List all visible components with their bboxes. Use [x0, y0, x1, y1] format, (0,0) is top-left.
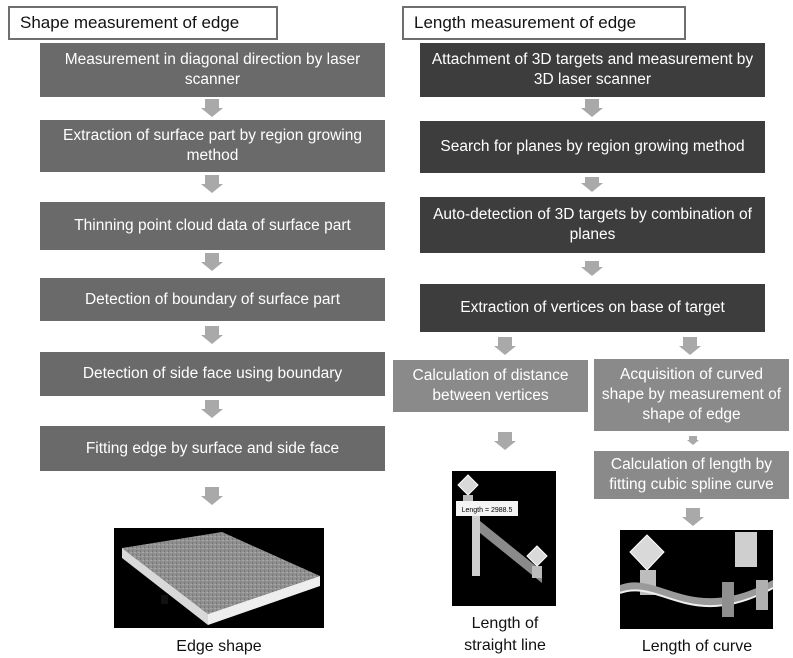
edge-shape-image	[114, 528, 324, 628]
left-step-6: Fitting edge by surface and side face	[40, 426, 385, 471]
straight-branch-step: Calculation of distance between vertices	[393, 360, 588, 412]
curve-branch-step-1: Acquisition of curved shape by measureme…	[594, 359, 789, 431]
left-step-5: Detection of side face using boundary	[40, 352, 385, 396]
left-step-3: Thinning point cloud data of surface par…	[40, 202, 385, 250]
right-step-3: Auto-detection of 3D targets by combinat…	[420, 197, 765, 253]
straight-line-image: Length = 2988.5	[452, 471, 556, 606]
curve-caption: Length of curve	[641, 638, 753, 655]
curve-image	[620, 530, 773, 629]
right-step-2: Search for planes by region growing meth…	[420, 121, 765, 173]
straight-line-caption-line2: straight line	[464, 637, 546, 654]
straight-line-caption-line1: Length of	[471, 615, 539, 632]
edge-shape-caption: Edge shape	[176, 638, 262, 655]
right-step-1: Attachment of 3D targets and measurement…	[420, 43, 765, 97]
length-readout: Length = 2988.5	[462, 507, 513, 514]
left-step-2: Extraction of surface part by region gro…	[40, 120, 385, 172]
left-step-1: Measurement in diagonal direction by las…	[40, 43, 385, 97]
right-step-4: Extraction of vertices on base of target	[420, 284, 765, 332]
curve-branch-step-2: Calculation of length by fitting cubic s…	[594, 451, 789, 499]
left-step-4: Detection of boundary of surface part	[40, 278, 385, 321]
left-column-title: Shape measurement of edge	[8, 6, 278, 40]
right-column-title: Length measurement of edge	[402, 6, 686, 40]
